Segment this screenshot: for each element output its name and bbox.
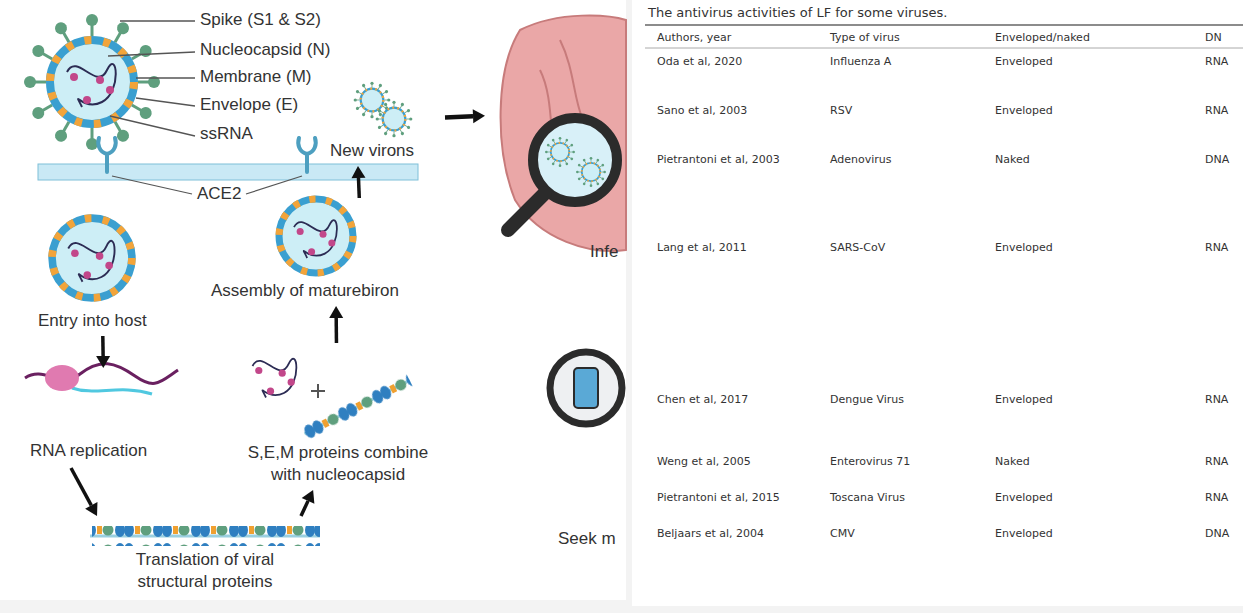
step-label: Translation of viral structural proteins <box>120 549 290 593</box>
step-label: New virons <box>330 140 414 162</box>
step-label: S,E,M proteins combine with nucleocapsid <box>238 442 438 486</box>
flow-arrow <box>301 490 314 516</box>
table-cell: Influenza A <box>830 55 980 68</box>
table-panel <box>632 0 1243 606</box>
arrow-shaft <box>301 501 308 516</box>
combine-figure <box>253 359 415 443</box>
leader-lines <box>108 21 195 136</box>
callout-label: ssRNA <box>200 123 253 145</box>
phone-icon <box>550 352 622 424</box>
table-rules <box>645 25 1243 48</box>
table-cell: RNA <box>1205 241 1240 254</box>
translation-strand <box>90 526 320 546</box>
step-label: Seek m <box>558 528 616 550</box>
table-cell: SARS-CoV <box>830 241 980 254</box>
process-step: New virons <box>325 85 445 166</box>
arrow-head <box>85 502 97 516</box>
process-step: Translation of viral structural proteins <box>85 516 325 598</box>
table-cell: Enveloped <box>995 393 1185 406</box>
arrow-head <box>302 490 315 504</box>
table-cell: Lang et al, 2011 <box>657 241 807 254</box>
assembly-virion <box>279 199 353 273</box>
arrow-shaft <box>445 116 473 117</box>
table-cell: Beljaars et al, 2004 <box>657 527 807 540</box>
arrow-head <box>473 109 485 123</box>
table-cell: Enveloped <box>995 527 1185 540</box>
arrow-shaft <box>357 178 361 198</box>
table-cell: DNA <box>1205 153 1240 166</box>
process-step: RNA replication <box>20 368 190 468</box>
flow-arrow <box>329 306 343 343</box>
process-step: Assembly of maturebiron <box>205 198 437 306</box>
table-cell: Dengue Virus <box>830 393 980 406</box>
callout-label: Spike (S1 & S2) <box>200 9 321 31</box>
table-cell: Enveloped <box>995 491 1185 504</box>
virion-structure <box>24 14 160 150</box>
table-cell: RNA <box>1205 393 1240 406</box>
callout-label: ACE2 <box>197 183 241 205</box>
new-virions <box>354 82 413 138</box>
table-cell: DN <box>1205 31 1240 44</box>
arrow-shaft <box>71 468 91 505</box>
table-cell: Enveloped <box>995 104 1185 117</box>
table-cell: Enveloped <box>995 55 1185 68</box>
table-cell: RNA <box>1205 104 1240 117</box>
rna-replication-figure <box>25 364 178 394</box>
table-cell: Authors, year <box>657 31 807 44</box>
table-title: The antivirus activities of LF for some … <box>648 5 947 22</box>
table-cell: Pietrantoni et al, 2015 <box>657 491 807 504</box>
flow-arrow <box>96 336 110 368</box>
table-cell: Type of virus <box>830 31 980 44</box>
arrow-head <box>96 356 110 368</box>
table-cell: Sano et al, 2003 <box>657 104 807 117</box>
table-cell: Weng et al, 2005 <box>657 455 807 468</box>
table-cell: Enveloped/naked <box>995 31 1185 44</box>
table-cell: Enterovirus 71 <box>830 455 980 468</box>
table-cell: Naked <box>995 455 1185 468</box>
entry-virion <box>52 218 132 298</box>
callout-label: Membrane (M) <box>200 66 311 88</box>
table-cell: RNA <box>1205 455 1240 468</box>
arrow-head <box>329 306 343 318</box>
process-step: S,E,M proteins combine with nucleocapsid <box>238 343 441 490</box>
table-cell: Oda et al, 2020 <box>657 55 807 68</box>
table-cell: Chen et al, 2017 <box>657 393 807 406</box>
callout-label: Envelope (E) <box>200 94 298 116</box>
flow-arrow <box>445 109 485 123</box>
arrow-head <box>351 166 365 178</box>
left-panel <box>0 0 626 600</box>
table-cell: Toscana Virus <box>830 491 980 504</box>
table-cell: Pietrantoni et al, 2003 <box>657 153 807 166</box>
table-cell: DNA <box>1205 527 1240 540</box>
process-step: Entry into host <box>30 212 170 336</box>
step-label: Infe <box>590 241 618 263</box>
table-cell: Naked <box>995 153 1185 166</box>
table-cell: RNA <box>1205 491 1240 504</box>
table-cell: CMV <box>830 527 980 540</box>
table-cell: RSV <box>830 104 980 117</box>
callout-label: Nucleocapsid (N) <box>200 39 330 61</box>
table-cell: Adenovirus <box>830 153 980 166</box>
step-label: RNA replication <box>30 440 147 462</box>
step-label: Assembly of maturebiron <box>211 280 399 302</box>
flow-arrow <box>71 468 97 516</box>
process-step: Seek m <box>540 335 625 555</box>
table-cell: RNA <box>1205 55 1240 68</box>
process-step: Infe <box>485 15 625 267</box>
arrow-shaft <box>334 318 338 343</box>
step-label: Entry into host <box>38 310 147 332</box>
arrow-shaft <box>101 336 105 356</box>
lung-magnifier <box>501 16 626 251</box>
table-cell: Enveloped <box>995 241 1185 254</box>
flow-arrow <box>351 166 365 198</box>
